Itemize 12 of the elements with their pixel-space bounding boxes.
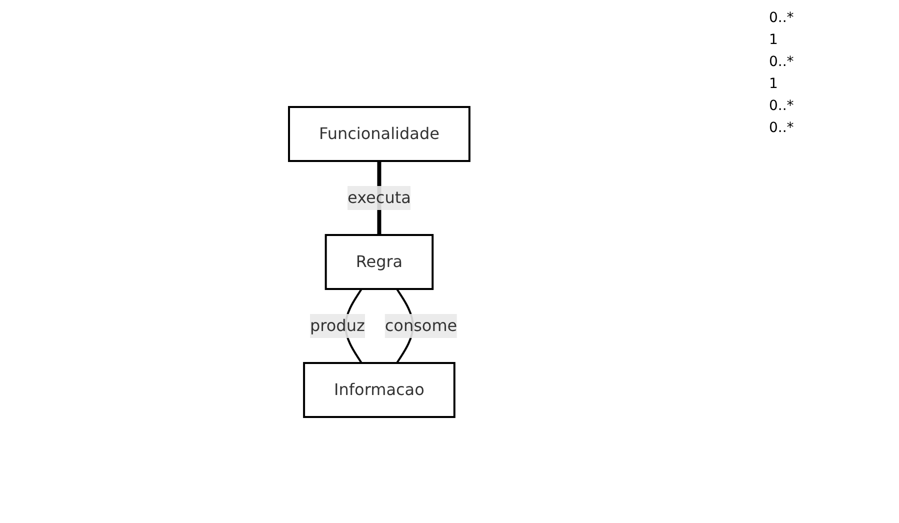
node-box: Regra bbox=[325, 234, 434, 290]
multiplicity-label: 0..* bbox=[769, 54, 795, 70]
edge-label: executa bbox=[348, 188, 412, 206]
multiplicity-label: 1 bbox=[769, 32, 779, 48]
multiplicity-label: 0..* bbox=[769, 120, 795, 136]
node-box: Funcionalidade bbox=[288, 106, 471, 162]
multiplicity-label: 0..* bbox=[769, 10, 795, 26]
multiplicity-label: 0..* bbox=[769, 98, 795, 114]
edge-label: produz bbox=[310, 316, 366, 334]
node-box: Informacao bbox=[303, 362, 456, 418]
multiplicity-label: 1 bbox=[769, 76, 779, 92]
edge-label: consome bbox=[385, 316, 458, 334]
